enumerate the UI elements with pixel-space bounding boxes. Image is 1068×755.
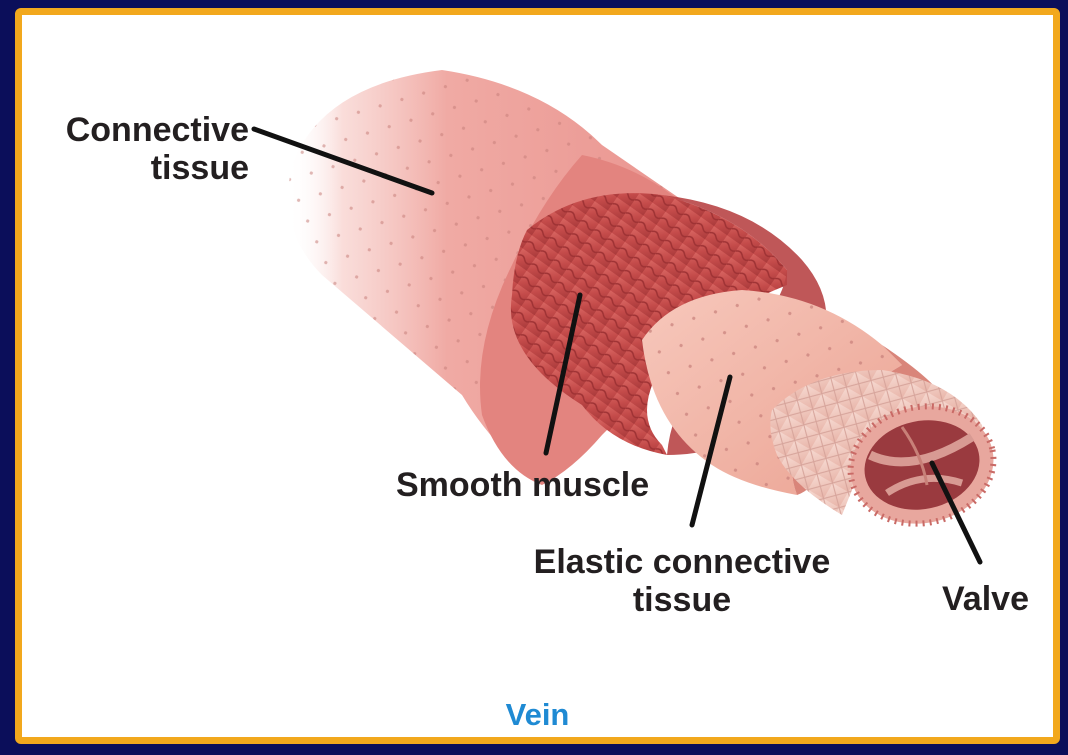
label-elastic-line1: Elastic connective: [517, 543, 847, 581]
figure-caption: Vein: [22, 697, 1053, 733]
figure-frame: Connective tissue Smooth muscle Elastic …: [15, 8, 1060, 744]
label-connective-tissue-line2: tissue: [44, 149, 249, 187]
label-valve: Valve: [942, 580, 1029, 618]
label-smooth-muscle: Smooth muscle: [396, 466, 649, 504]
label-connective-tissue: Connective tissue: [44, 111, 249, 187]
label-elastic-connective-tissue: Elastic connective tissue: [517, 543, 847, 619]
label-connective-tissue-line1: Connective: [44, 111, 249, 149]
label-elastic-line2: tissue: [517, 581, 847, 619]
